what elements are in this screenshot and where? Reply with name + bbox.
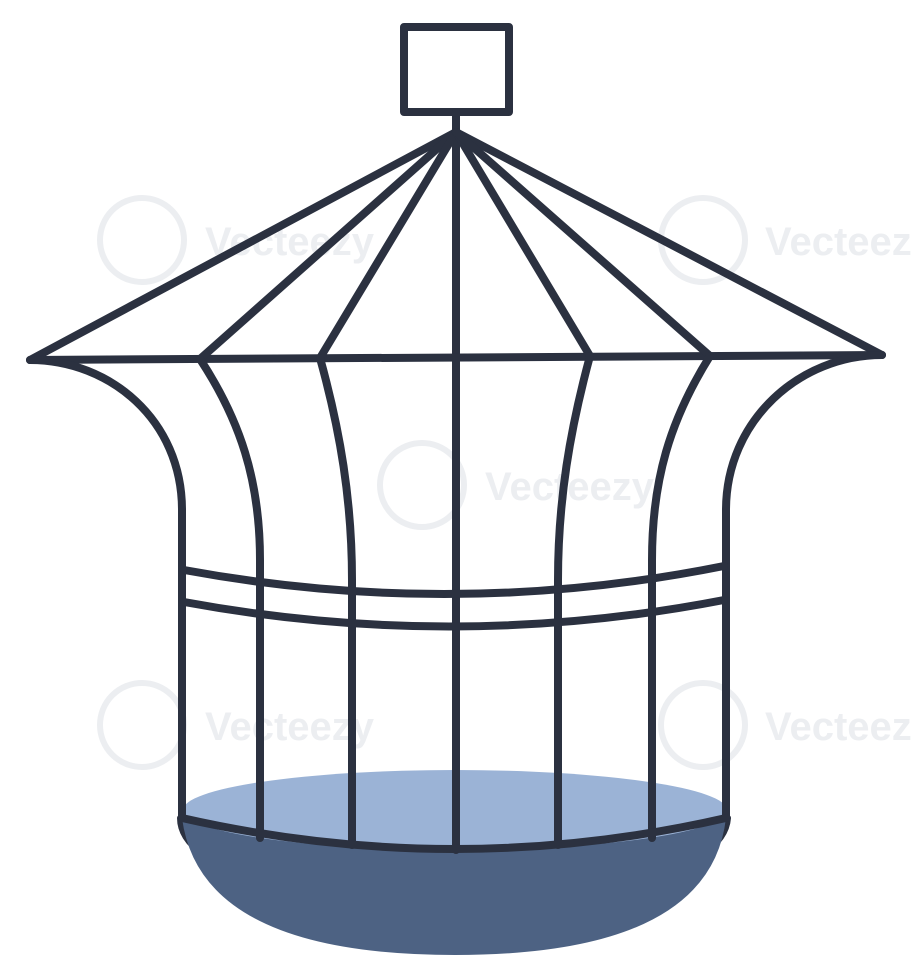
watermark-text: Vecteezy — [765, 220, 911, 264]
watermark-mark: Vecteezy — [377, 440, 655, 530]
watermark-text: Vecteezy — [765, 705, 911, 749]
watermark-text: Vecteezy — [485, 465, 655, 509]
hanging-tag — [400, 23, 513, 116]
base-bottom-dark-fill — [182, 818, 726, 955]
watermark-layer: Vecteezy Vecteezy Vecteezy Vecteezy Vect… — [97, 195, 911, 770]
cage-outline — [26, 23, 886, 854]
watermark-mark: Vecteezy — [658, 195, 911, 285]
watermark-mark: Vecteezy — [97, 680, 375, 770]
watermark-text: Vecteezy — [205, 705, 375, 749]
watermark-mark: Vecteezy — [658, 680, 911, 770]
